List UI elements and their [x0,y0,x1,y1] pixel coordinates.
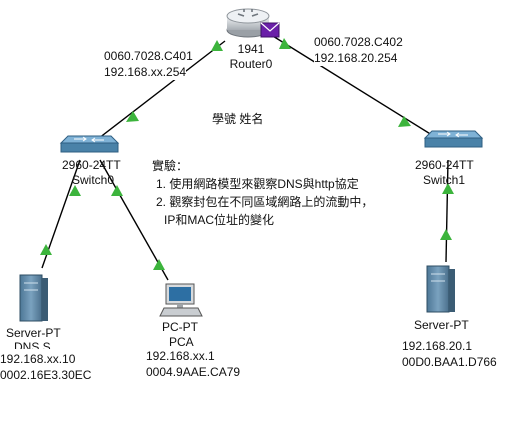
server-icon[interactable] [19,274,48,322]
pca-type-label: PC-PT [162,320,198,334]
server-dns-type-label: Server-PT [6,326,61,340]
switch0-model-label: 2960-24TT [62,158,121,172]
link-switch1-server-web[interactable] [445,159,449,263]
note-item-3: IP和MAC位址的變化 [164,213,275,227]
pca-mac: 0004.9AAE.CA79 [146,365,241,380]
switch-icon[interactable] [59,135,120,153]
links [41,32,449,281]
router-left-ip: 192.168.xx.254 [104,65,187,80]
router-icon[interactable] [226,8,270,38]
note-item-2: 2. 觀察封包在不同區域網路上的流動中， [156,195,374,209]
page-title: 學號 姓名 [212,112,264,127]
server-web-ip: 192.168.20.1 [402,339,473,354]
switch-icon[interactable] [423,130,484,148]
envelope-icon[interactable] [260,22,280,38]
server-web-mac: 00D0.BAA1.D766 [402,355,497,370]
link-up-triangle [153,259,165,270]
router-name-label: Router0 [229,57,273,71]
link-up-triangle [398,116,411,127]
note-heading: 實驗： [152,159,189,173]
link-status-markers [40,38,454,270]
switch1-model-label: 2960-24TT [415,158,474,172]
link-router-switch0[interactable] [89,40,226,146]
server-dns-name-label: DNS S... [14,340,61,349]
router-model-label: 1941 [237,42,265,56]
link-up-triangle [40,244,52,255]
pca-ip: 192.168.xx.1 [146,349,215,364]
note-item-1: 1. 使用網路模型來觀察DNS與http協定 [156,177,359,191]
link-up-triangle [211,40,223,51]
router-right-ip: 192.168.20.254 [314,51,398,66]
link-up-triangle [442,183,454,194]
server-dns-ip: 192.168.xx.10 [0,352,76,367]
experiment-note: 實驗： 1. 使用網路模型來觀察DNS與http協定 2. 觀察封包在不同區域網… [152,157,392,237]
link-up-triangle [111,185,123,196]
router-left-mac: 0060.7028.C401 [104,49,193,64]
link-up-triangle [126,111,139,122]
link-up-triangle [440,229,452,240]
pca-name-label: PCA [169,335,194,349]
link-up-triangle [69,185,81,196]
server-dns-mac: 0002.16E3.30EC [0,368,92,383]
link-router-switch1[interactable] [267,32,441,141]
router-right-mac: 0060.7028.C402 [314,35,403,50]
server-icon[interactable] [426,265,455,313]
server-web-type-label: Server-PT [414,318,469,332]
link-up-triangle [279,38,291,49]
switch1-name-label: Switch1 [423,173,466,187]
link-switch0-pca[interactable] [99,159,169,281]
switch0-name-label: Switch0 [72,173,115,187]
pc-icon[interactable] [159,283,203,317]
